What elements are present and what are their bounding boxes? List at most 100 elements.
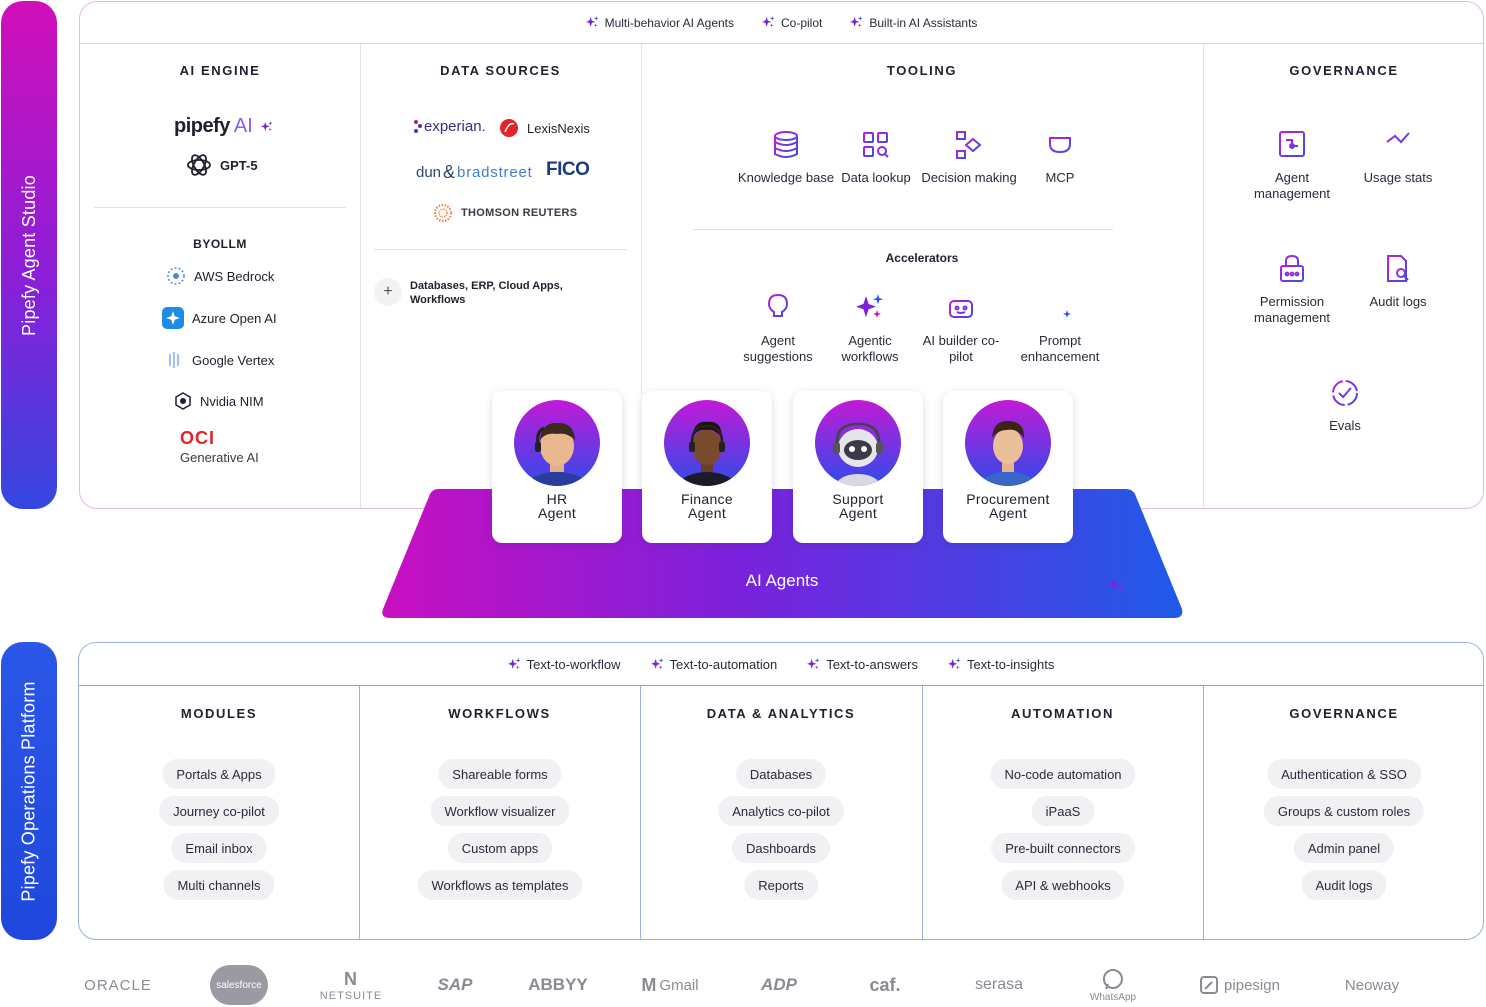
thomson-reuters-icon [434, 204, 452, 222]
check-circle-icon [1332, 380, 1358, 406]
bar-chart-icon [1386, 132, 1410, 156]
feature-built-in-assistants: Built-in AI Assistants [850, 16, 977, 30]
hr-agent-role: Agent [537, 505, 577, 521]
lock-icon [1280, 254, 1304, 282]
column-divider [922, 686, 923, 939]
chip-api-webhooks[interactable]: API & webhooks [1001, 870, 1125, 900]
column-divider [640, 686, 641, 939]
experian-dots-icon [414, 119, 422, 133]
chip-databases[interactable]: Databases [735, 759, 827, 789]
feature-text-to-insights: Text-to-insights [948, 657, 1054, 672]
lexisnexis-icon [500, 119, 518, 137]
finance-agent-role: Agent [687, 505, 727, 521]
divider [94, 207, 346, 208]
divider [374, 249, 627, 250]
modules-title: MODULES [180, 706, 258, 721]
chip-portals-apps[interactable]: Portals & Apps [162, 759, 276, 789]
data-sources-title: DATA SOURCES [440, 63, 561, 78]
whatsapp-logo: WhatsApp [1090, 966, 1136, 1004]
feature-multi-behavior: Multi-behavior AI Agents [586, 16, 734, 30]
governance-evals[interactable]: Evals [1295, 378, 1395, 434]
governance-usage-stats[interactable]: Usage stats [1348, 130, 1448, 186]
tool-decision-making[interactable]: Decision making [919, 130, 1019, 186]
governance-audit-logs[interactable]: Audit logs [1348, 254, 1448, 310]
tool-mcp[interactable]: MCP [1010, 130, 1110, 186]
add-source-button[interactable]: + [374, 278, 402, 306]
accelerator-agent-suggestions[interactable]: Agent suggestions [728, 293, 828, 365]
azure-open-ai: Azure Open AI [162, 307, 277, 329]
support-agent-card[interactable]: Support Agent [793, 391, 923, 543]
gpt-logo: GPT-5 [186, 152, 258, 178]
sparkle-icon [651, 658, 664, 671]
finance-agent-card[interactable]: Finance Agent [642, 391, 772, 543]
serasa-logo: serasa [974, 976, 1024, 993]
pipesign-icon [1200, 976, 1219, 994]
ops-governance-title: GOVERNANCE [1289, 706, 1399, 721]
ops-feature-bar: Text-to-workflow Text-to-automation Text… [79, 643, 1483, 686]
chip-no-code-automation[interactable]: No-code automation [990, 759, 1136, 789]
chip-pre-built-connectors[interactable]: Pre-built connectors [991, 833, 1135, 863]
chip-admin-panel[interactable]: Admin panel [1293, 833, 1395, 863]
feature-co-pilot: Co-pilot [762, 16, 822, 30]
chip-authentication-sso[interactable]: Authentication & SSO [1267, 759, 1421, 789]
sparkle-icon [508, 658, 521, 671]
openai-icon [187, 154, 211, 176]
chip-custom-apps[interactable]: Custom apps [447, 833, 553, 863]
tool-knowledge-base[interactable]: Knowledge base [736, 130, 836, 186]
tool-data-lookup[interactable]: Data lookup [828, 130, 924, 186]
divider [693, 229, 1113, 230]
support-agent-name: Support [832, 491, 884, 507]
chip-audit-logs[interactable]: Audit logs [1301, 870, 1387, 900]
chip-analytics-co-pilot[interactable]: Analytics co-pilot [718, 796, 844, 826]
chip-multi-channels[interactable]: Multi channels [163, 870, 275, 900]
feature-text-to-automation: Text-to-automation [651, 657, 777, 672]
accelerator-ai-builder[interactable]: AI builder co-pilot [911, 293, 1011, 365]
nvidia-nim: Nvidia NIM [174, 392, 264, 410]
finance-agent-avatar [664, 400, 750, 486]
azure-icon [162, 307, 184, 329]
data-analytics-title: DATA & ANALYTICS [706, 706, 856, 721]
agent-studio-label: Pipefy Agent Studio [1, 1, 57, 509]
data-lookup-icon [863, 132, 889, 158]
fico-logo: FICO [546, 159, 590, 180]
operations-platform-panel: Text-to-workflow Text-to-automation Text… [78, 642, 1484, 940]
accelerator-agentic-workflows[interactable]: Agentic workflows [820, 293, 920, 365]
column-divider [359, 686, 360, 939]
lightbulb-icon [767, 293, 789, 321]
sparkle-icon [856, 293, 884, 323]
robot-icon [949, 296, 973, 318]
chip-reports[interactable]: Reports [744, 870, 818, 900]
chip-dashboards[interactable]: Dashboards [731, 833, 831, 863]
governance-permission-management[interactable]: Permission management [1242, 254, 1342, 326]
chip-groups-roles[interactable]: Groups & custom roles [1263, 796, 1425, 826]
sparkle-icon [948, 658, 961, 671]
chip-ipaas[interactable]: iPaaS [1031, 796, 1095, 826]
agent-management-icon [1279, 131, 1305, 157]
sap-logo: SAP [437, 975, 473, 994]
support-agent-avatar [815, 400, 901, 486]
whatsapp-icon [1102, 968, 1123, 989]
chip-workflows-templates[interactable]: Workflows as templates [417, 870, 583, 900]
chip-shareable-forms[interactable]: Shareable forms [438, 759, 562, 789]
tooling-title: TOOLING [886, 63, 958, 78]
oci-logo: OCI [180, 428, 216, 448]
chip-workflow-visualizer[interactable]: Workflow visualizer [430, 796, 570, 826]
hr-agent-card[interactable]: HR Agent [492, 391, 622, 543]
feature-text-to-workflow: Text-to-workflow [508, 657, 621, 672]
dun-bradstreet-logo: dun & bradstreet [416, 162, 533, 182]
procurement-agent-card[interactable]: Procurement Agent [943, 391, 1073, 543]
vertex-icon [169, 352, 179, 368]
sparkle-icon [807, 658, 820, 671]
workflows-title: WORKFLOWS [448, 706, 551, 721]
more-sources-label: Databases, ERP, Cloud Apps, Workflows [410, 280, 563, 306]
column-divider [1203, 686, 1204, 939]
chip-email-inbox[interactable]: Email inbox [171, 833, 267, 863]
chip-journey-co-pilot[interactable]: Journey co-pilot [159, 796, 279, 826]
governance-agent-management[interactable]: Agent management [1242, 130, 1342, 202]
hr-agent-avatar [514, 400, 600, 486]
sparkle-icon [850, 16, 863, 29]
accelerator-prompt-enhancement[interactable]: Prompt enhancement [1010, 293, 1110, 365]
google-vertex: Google Vertex [164, 350, 274, 370]
aws-bedrock-icon [167, 267, 185, 285]
